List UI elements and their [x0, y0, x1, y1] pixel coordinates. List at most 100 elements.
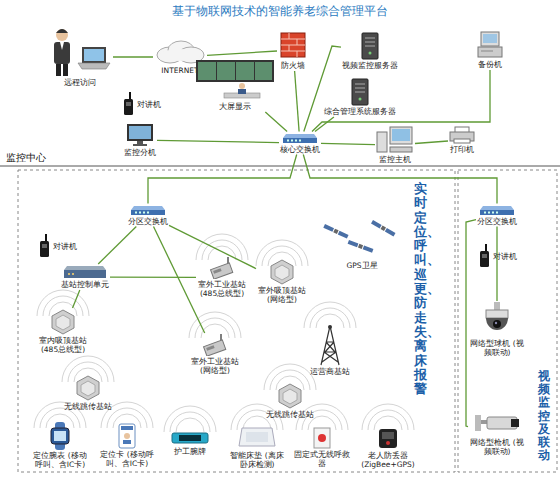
- device-label: 无线跳传基站: [64, 402, 112, 411]
- radio-icon: [122, 92, 134, 116]
- device-label: 大屏显示: [219, 102, 251, 111]
- device-label: 无线跳传基站: [266, 410, 314, 419]
- device-label: 室外工业基站 (485总线型): [197, 280, 247, 298]
- card-icon: [118, 423, 136, 449]
- device-node: 网络型球机 (视频联动): [469, 302, 525, 357]
- network-link: [148, 155, 297, 204]
- mattress-icon: [238, 426, 276, 450]
- device-node: 无线跳传基站: [64, 375, 112, 411]
- radio-icon: [38, 234, 50, 258]
- device-label: 分区交换机: [477, 217, 517, 226]
- device-label: 运营商基站: [310, 367, 350, 376]
- device-node: 分区交换机: [477, 205, 517, 226]
- radio-waves: [34, 234, 414, 432]
- vertical-caption: 视频监控及联动: [538, 370, 550, 462]
- device-label: 基站控制单元: [61, 280, 109, 289]
- network-link: [110, 276, 196, 278]
- network-link: [73, 290, 80, 308]
- screen-icon: [194, 59, 276, 101]
- firewall-icon: [278, 30, 308, 60]
- wave-arc: [202, 240, 242, 260]
- device-node: 打印机: [449, 126, 475, 154]
- wave-arc: [310, 308, 350, 328]
- wave-arc: [316, 314, 344, 328]
- device-node: 对讲机: [38, 234, 77, 258]
- device-label: 固定式无线呼救器: [291, 450, 353, 468]
- wave-arc: [196, 234, 248, 260]
- network-link: [304, 46, 341, 132]
- network-link: [169, 225, 256, 268]
- device-node: 综合管理系统服务器: [324, 78, 396, 116]
- host-icon: [376, 126, 414, 154]
- device-node: 对讲机: [478, 244, 517, 268]
- device-node: 固定式无线呼救器: [291, 427, 353, 468]
- device-label: 网络型枪机 (视频联动): [469, 438, 525, 456]
- tracker-icon: [377, 426, 399, 450]
- wave-arc: [368, 410, 408, 430]
- device-label: GPS卫星: [346, 261, 377, 270]
- watch-icon: [49, 422, 71, 450]
- hexa-icon: [75, 375, 101, 401]
- device-label: 视频监控服务器: [342, 61, 398, 70]
- sw-icon: [130, 205, 166, 216]
- device-label: 监控主机: [379, 155, 411, 164]
- device-node: 网络型枪机 (视频联动): [469, 415, 525, 456]
- device-label: 护工腕牌: [174, 447, 206, 456]
- hexa-icon: [277, 383, 303, 409]
- backup-icon: [475, 31, 505, 59]
- device-label: 综合管理系统服务器: [324, 107, 396, 116]
- wave-arc: [170, 412, 210, 432]
- field-zone: [18, 170, 455, 472]
- device-label: 核心交换机: [280, 145, 320, 154]
- wave-arc: [176, 418, 204, 432]
- server-icon: [359, 32, 381, 60]
- device-node: 防火墙: [278, 30, 308, 70]
- network-link: [303, 155, 497, 204]
- device-node: 室外吸顶基站 (网络型): [257, 259, 307, 304]
- device-node: 室外工业基站 (网络型): [190, 334, 240, 375]
- wave-arc: [304, 302, 356, 328]
- device-label: 智能床垫 (离床卧床检测): [227, 451, 287, 469]
- device-label: 对讲机: [137, 100, 161, 109]
- device-label: 打印机: [450, 145, 474, 154]
- indus-icon: [202, 334, 228, 356]
- network-link: [321, 143, 375, 144]
- device-label: 对讲机: [53, 242, 77, 251]
- printer-icon: [449, 126, 475, 144]
- device-node: 室内吸顶基站 (485总线型): [38, 309, 88, 354]
- network-link: [157, 140, 279, 142]
- wave-arc: [195, 318, 235, 338]
- wave-arc: [208, 246, 236, 260]
- device-node: 护工腕牌: [171, 430, 209, 456]
- device-label: INTERNET: [161, 66, 198, 75]
- ctrl-icon: [63, 265, 107, 279]
- device-node: 核心交换机: [280, 133, 320, 154]
- hexa-icon: [269, 259, 295, 285]
- device-node: 定位腕表 (移动呼叫、含IC卡): [30, 422, 90, 469]
- device-label: 室外吸顶基站 (网络型): [257, 286, 307, 304]
- device-node: 远程访问: [48, 27, 112, 87]
- network-link: [312, 70, 490, 132]
- network-link: [98, 227, 136, 265]
- sw-icon: [479, 205, 515, 216]
- device-node: 运营商基站: [310, 324, 350, 376]
- device-node: 老人防丢器 (ZigBee+GPS): [358, 426, 418, 469]
- network-link: [113, 56, 153, 57]
- device-node: 对讲机: [122, 92, 161, 116]
- device-label: 对讲机: [493, 252, 517, 261]
- zone-label: 监控中心: [6, 151, 46, 165]
- network-link: [466, 220, 476, 427]
- network-link: [154, 227, 205, 334]
- network-link: [315, 117, 334, 132]
- device-label: 室外工业基站 (网络型): [190, 357, 240, 375]
- device-node: 分区交换机: [128, 205, 168, 226]
- device-label: 备份机: [478, 60, 502, 69]
- device-node: 无线跳传基站: [266, 383, 314, 419]
- dome-icon: [480, 302, 514, 338]
- device-label: 室内吸顶基站 (485总线型): [38, 336, 88, 354]
- device-label: 定位腕表 (移动呼叫、含IC卡): [30, 451, 90, 469]
- device-label: 老人防丢器 (ZigBee+GPS): [358, 451, 418, 469]
- wave-arc: [362, 404, 414, 430]
- network-link: [295, 71, 300, 132]
- device-label: 防火墙: [281, 61, 305, 70]
